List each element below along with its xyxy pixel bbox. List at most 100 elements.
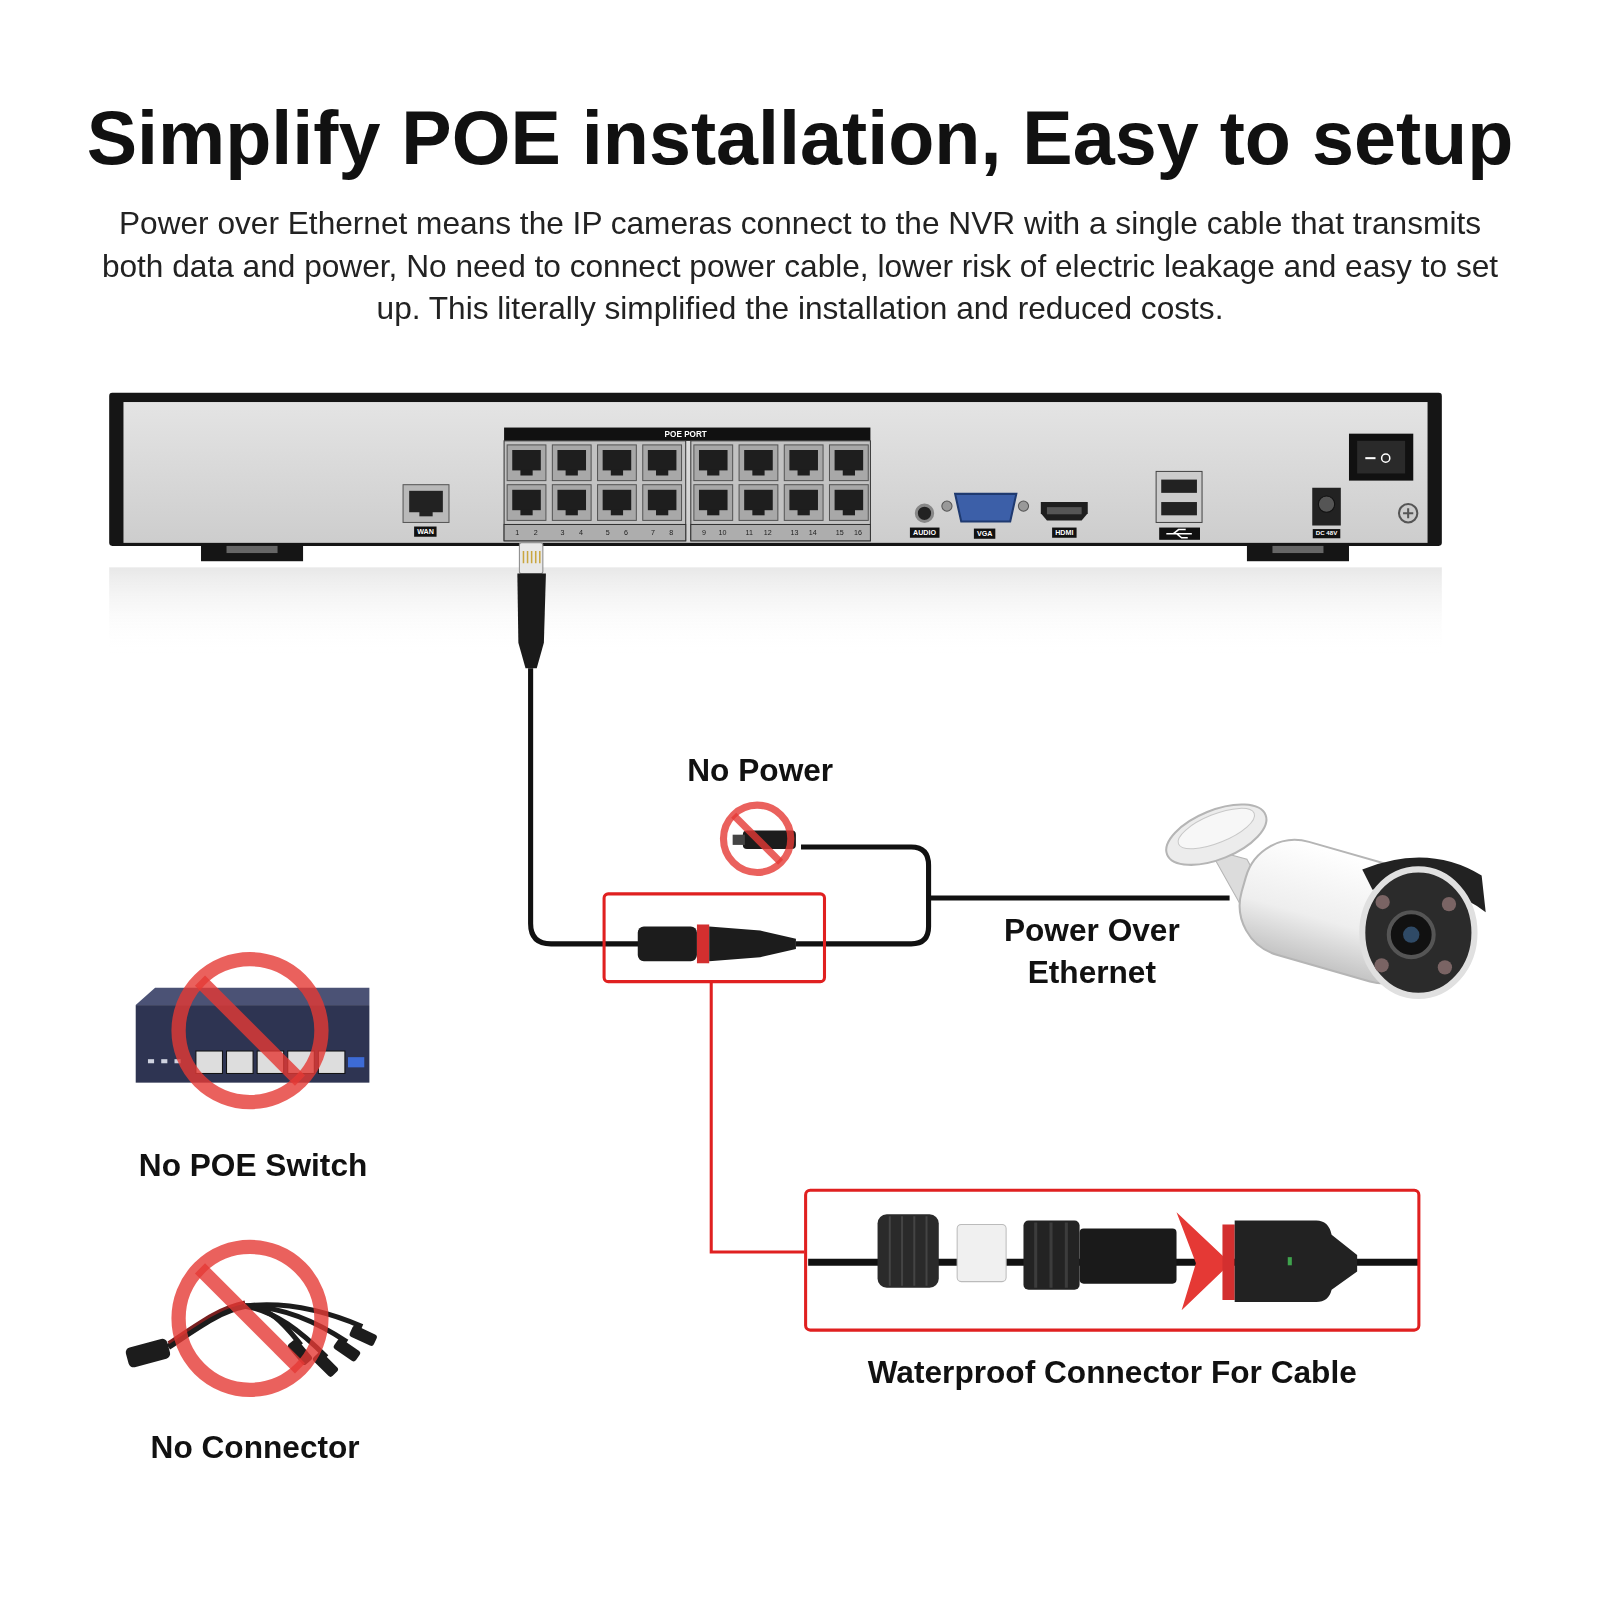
cap-ribs — [890, 1216, 927, 1285]
power-switch-rocker — [1357, 441, 1405, 474]
ir-led — [1376, 895, 1390, 909]
port-frame — [784, 485, 823, 521]
ir-led — [1374, 958, 1388, 972]
callout-label: No POE Switch — [139, 1146, 367, 1184]
nvr-foot-notch — [227, 546, 278, 553]
prohibition-slash — [200, 981, 300, 1081]
port-hole — [744, 490, 773, 510]
poe-connector-tail — [709, 927, 796, 962]
poe-connector-body — [638, 927, 697, 962]
page-title: Simplify POE installation, Easy to setup — [87, 96, 1514, 182]
rubber-seal — [957, 1224, 1006, 1281]
dc-plug-tip — [733, 835, 745, 845]
port-latch — [520, 509, 532, 515]
nut-ribs — [1036, 1222, 1067, 1287]
wan-port-latch — [419, 511, 432, 516]
port-hole — [557, 490, 586, 510]
port-label: HDMI — [1052, 528, 1076, 538]
rj45-port — [829, 445, 868, 481]
port-number: 8 — [669, 529, 673, 537]
splitter-cable-icon — [125, 1247, 378, 1390]
port-label: DC 48V — [1313, 529, 1341, 538]
poe-switch-icon — [136, 959, 370, 1102]
switch-on-mark — [1365, 457, 1375, 459]
camera-lens-glass — [1403, 927, 1419, 943]
usb-symbol — [1166, 530, 1192, 538]
port-number: 9 — [702, 529, 706, 537]
rj45-port — [694, 445, 733, 481]
callout-label: No Connector — [151, 1428, 360, 1466]
port-label: VGA — [974, 529, 996, 539]
port-hole — [789, 490, 818, 510]
plug-indicator — [1288, 1257, 1292, 1265]
port-number: 2 — [534, 529, 538, 537]
port-number: 13 — [791, 529, 799, 537]
usb-symbol-plate — [1159, 528, 1200, 540]
rj45-port — [643, 445, 682, 481]
switch-front — [136, 1005, 370, 1083]
rj45-port — [507, 445, 546, 481]
port-hole — [699, 490, 728, 510]
port-latch — [611, 509, 623, 515]
nvr-body — [109, 393, 1442, 546]
port-frame — [598, 485, 637, 521]
port-latch — [656, 469, 668, 475]
intro-paragraph: Power over Ethernet means the IP cameras… — [96, 203, 1504, 330]
port-frame — [552, 445, 591, 481]
male-plug — [349, 1325, 378, 1347]
port-hole — [603, 450, 632, 470]
port-number: 14 — [809, 529, 817, 537]
ir-led — [1438, 960, 1452, 974]
port-hole — [648, 490, 677, 510]
nvr-back-panel — [123, 402, 1427, 543]
port-latch — [798, 469, 810, 475]
camera-lens — [1389, 912, 1434, 957]
port-frame — [739, 485, 778, 521]
poe-header-bar — [504, 428, 870, 441]
connector-cap — [878, 1214, 939, 1287]
switch-port — [196, 1051, 223, 1073]
port-latch — [843, 509, 855, 515]
port-frame — [507, 485, 546, 521]
port-number: 3 — [561, 529, 565, 537]
dc-jack-hole — [1318, 496, 1334, 512]
port-frame — [739, 445, 778, 481]
port-hole — [789, 450, 818, 470]
cable-wire — [531, 668, 641, 944]
rj45-port — [829, 485, 868, 521]
rj45-port — [739, 445, 778, 481]
hdmi-port-inner — [1047, 507, 1082, 514]
port-group-label: POE PORT — [665, 429, 707, 439]
port-hole — [512, 450, 541, 470]
port-number: 6 — [624, 529, 628, 537]
switch-top — [136, 988, 370, 1005]
ir-led — [1442, 897, 1456, 911]
rj45-port — [643, 485, 682, 521]
port-latch — [566, 509, 578, 515]
port-hole — [512, 490, 541, 510]
bullet-camera — [1158, 792, 1486, 996]
port-number: 4 — [579, 529, 583, 537]
poe-ports — [507, 445, 868, 521]
ground-screw-slot — [1403, 508, 1413, 518]
camera-mount-top — [1173, 800, 1259, 857]
dc-power-jack — [1312, 488, 1341, 526]
nvr-recorder — [109, 393, 1442, 654]
rj45-plug — [519, 543, 542, 574]
port-latch — [520, 469, 532, 475]
prohibition-sign — [179, 1247, 322, 1390]
connector-sleeve — [1080, 1229, 1177, 1284]
port-number: 7 — [651, 529, 655, 537]
plug-ring — [1222, 1224, 1234, 1300]
port-number: 12 — [764, 529, 772, 537]
poe-connector-ring — [697, 924, 709, 963]
port-hole — [699, 450, 728, 470]
callout-label: Power Over Ethernet — [980, 909, 1204, 993]
rj45-port — [552, 445, 591, 481]
port-frame — [552, 485, 591, 521]
port-frame — [643, 485, 682, 521]
vga-port — [955, 494, 1016, 522]
plug-body — [1235, 1220, 1357, 1302]
ground-screw — [1399, 504, 1417, 522]
